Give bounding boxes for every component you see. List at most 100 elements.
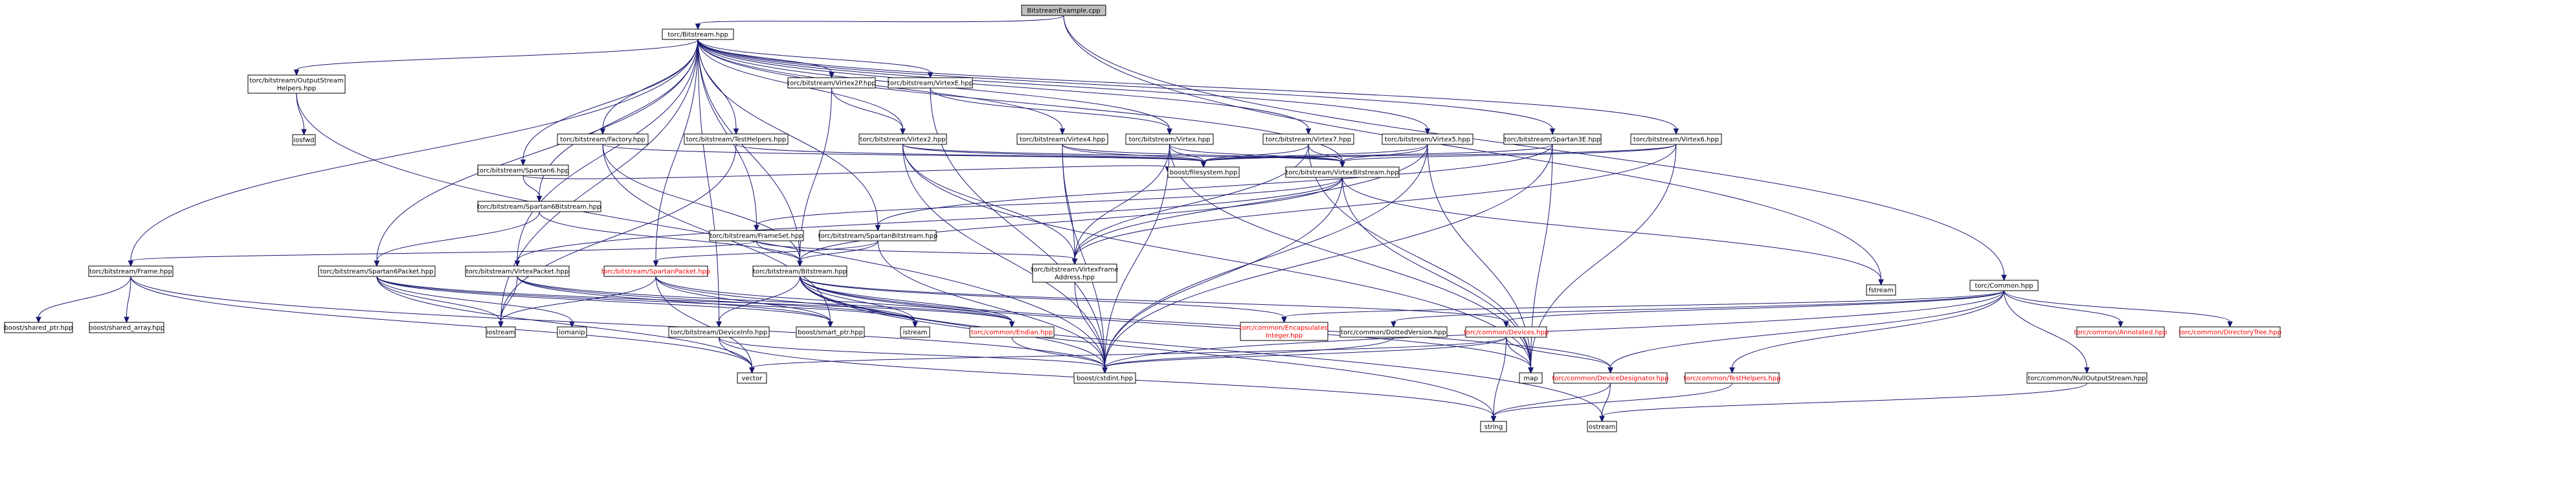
edge-root-to-bitstream_hpp (695, 15, 1064, 30)
node-nulloutputstream[interactable]: torc/common/NullOutputStream.hpp (2026, 372, 2147, 384)
node-label: torc/common/TestHelpers.hpp (1684, 375, 1781, 383)
node-boost_cstdint: boost/cstdint.hpp (1073, 372, 1136, 384)
node-deviceinfo[interactable]: torc/bitstream/DeviceInfo.hpp (668, 326, 770, 338)
node-bitstream_hpp[interactable]: torc/Bitstream.hpp (662, 28, 734, 40)
edge-bitstream_hpp-to-spartan3e (697, 39, 1556, 135)
node-common_testhelpers[interactable]: torc/common/TestHelpers.hpp (1684, 372, 1781, 384)
node-root[interactable]: BitstreamExample.cpp (1021, 5, 1106, 16)
edge-bitstream_bitstream-to-string (800, 276, 1497, 423)
node-box (247, 74, 346, 94)
node-virtex[interactable]: torc/bitstream/Virtex.hpp (1125, 133, 1214, 145)
node-label: string (1484, 424, 1503, 431)
node-spartanpacket[interactable]: torc/bitstream/SpartanPacket.hpp (601, 265, 711, 277)
node-common_hpp[interactable]: torc/Common.hpp (1969, 280, 2039, 291)
node-box (1519, 372, 1543, 384)
node-frameset[interactable]: torc/bitstream/FrameSet.hpp (709, 230, 804, 241)
edge-bitstream_hpp-to-deviceinfo (697, 39, 722, 328)
node-annotated[interactable]: torc/common/Annotated.hpp (2074, 326, 2167, 338)
node-dottedversion[interactable]: torc/common/DottedVersion.hpp (1339, 326, 1448, 338)
node-spartan6[interactable]: torc/bitstream/Spartan6.hpp (477, 164, 569, 176)
node-label: torc/bitstream/Spartan3E.hpp (1505, 137, 1600, 144)
edge-virtex6-to-map (1528, 144, 1677, 374)
node-box (318, 265, 436, 277)
node-label: torc/bitstream/VirtexBitstream.hpp (1286, 170, 1398, 177)
edge-virtexe-to-virtex (930, 87, 1172, 135)
node-label: boost/filesystem.hpp (1170, 170, 1238, 177)
node-label: map (1523, 375, 1538, 383)
node-virtexpacket[interactable]: torc/bitstream/VirtexPacket.hpp (465, 265, 570, 277)
node-virtex4[interactable]: torc/bitstream/Virtex4.hpp (1016, 133, 1108, 145)
node-box (1587, 421, 1617, 432)
edge-bitstream_bitstream-to-boost_cstdint (800, 276, 1108, 374)
node-box (292, 134, 316, 146)
node-string: string (1480, 421, 1507, 432)
node-virtexbitstream[interactable]: torc/bitstream/VirtexBitstream.hpp (1285, 166, 1400, 178)
node-label: torc/bitstream/Virtex7.hpp (1266, 137, 1351, 144)
node-box (1262, 133, 1354, 145)
node-box (709, 230, 804, 241)
node-directorytree[interactable]: torc/common/DirectoryTree.hpp (2178, 326, 2281, 338)
node-ostream: ostream (1587, 421, 1617, 432)
node-bitstream_bitstream[interactable]: torc/bitstream/Bitstream.hpp (752, 265, 847, 277)
node-box (465, 265, 570, 277)
node-label: torc/Common.hpp (1975, 283, 2033, 290)
node-label: torc/bitstream/Bitstream.hpp (753, 269, 847, 276)
node-virtex7[interactable]: torc/bitstream/Virtex7.hpp (1262, 133, 1354, 145)
edge-spartan6-to-spartan6bitstream (522, 175, 543, 203)
node-iostream: iostream (486, 326, 516, 338)
node-spartan6packet[interactable]: torc/bitstream/Spartan6Packet.hpp (318, 265, 436, 277)
edge-virtexbitstream-to-virtexpacket (514, 177, 1343, 267)
edge-common_hpp-to-directorytree (2004, 290, 2233, 328)
node-box (1382, 133, 1473, 145)
edge-bitstream_bitstream-to-ostream (800, 276, 1605, 423)
node-label: istream (903, 329, 928, 337)
node-box (969, 326, 1055, 338)
edge-spartan6packet-to-endian (376, 276, 1015, 328)
node-map: map (1519, 372, 1543, 384)
edge-devices-to-vector (749, 337, 1506, 374)
node-box (1339, 326, 1448, 338)
node-frame[interactable]: torc/bitstream/Frame.hpp (88, 265, 174, 277)
node-box (4, 322, 73, 333)
node-label: torc/bitstream/Spartan6.hpp (477, 168, 569, 175)
edge-virtexbitstream-to-boost_cstdint (1102, 177, 1343, 374)
node-box (1021, 5, 1106, 16)
node-box (1630, 133, 1722, 145)
edge-virtexbitstream-to-bitstream_bitstream (797, 177, 1343, 267)
edge-virtex4-to-virtexframeaddress (1062, 144, 1078, 265)
node-box (2076, 326, 2165, 338)
node-box (1016, 133, 1108, 145)
node-virtex6[interactable]: torc/bitstream/Virtex6.hpp (1630, 133, 1722, 145)
node-label: torc/bitstream/OutputStream (249, 78, 343, 85)
edge-bitstream_bitstream-to-deviceinfo (716, 276, 800, 328)
node-testhelpers[interactable]: torc/bitstream/TestHelpers.hpp (684, 133, 789, 145)
node-virtexe[interactable]: torc/bitstream/VirtexE.hpp (888, 77, 973, 89)
edge-frameset-to-virtexframeaddress (756, 240, 1078, 265)
node-devices[interactable]: torc/common/Devices.hpp (1464, 326, 1549, 338)
node-boost_shared_ptr: boost/shared_ptr.hpp (4, 322, 73, 333)
node-devicedesignator[interactable]: torc/common/DeviceDesignator.hpp (1552, 372, 1669, 384)
node-spartanbitstream[interactable]: torc/bitstream/SpartanBitstream.hpp (818, 230, 937, 241)
node-spartan6bitstream[interactable]: torc/bitstream/Spartan6Bitstream.hpp (477, 201, 601, 212)
node-box (89, 322, 164, 333)
node-label: torc/bitstream/DeviceInfo.hpp (671, 329, 767, 337)
edge-factory-to-bitstream_bitstream (602, 144, 803, 267)
edge-spartanpacket-to-boost_smart_ptr (655, 276, 833, 328)
node-label: torc/common/Endian.hpp (971, 329, 1053, 337)
node-virtex5[interactable]: torc/bitstream/Virtex5.hpp (1382, 133, 1473, 145)
node-label: torc/bitstream/Virtex.hpp (1129, 137, 1211, 144)
node-box (477, 201, 601, 212)
node-factory[interactable]: torc/bitstream/Factory.hpp (557, 133, 649, 145)
edge-factory-to-boost_filesystem (602, 144, 1207, 168)
node-virtex2p[interactable]: torc/bitstream/Virtex2P.hpp (787, 77, 876, 89)
node-label: torc/common/Devices.hpp (1464, 329, 1549, 337)
node-endian[interactable]: torc/common/Endian.hpp (969, 326, 1055, 338)
edge-spartanpacket-to-iostream (498, 276, 656, 328)
node-spartan3e[interactable]: torc/bitstream/Spartan3E.hpp (1503, 133, 1602, 145)
edge-bitstream_hpp-to-virtex4 (697, 39, 1066, 135)
node-label: torc/bitstream/Virtex6.hpp (1633, 137, 1719, 144)
node-virtex2[interactable]: torc/bitstream/Virtex2.hpp (858, 133, 947, 145)
